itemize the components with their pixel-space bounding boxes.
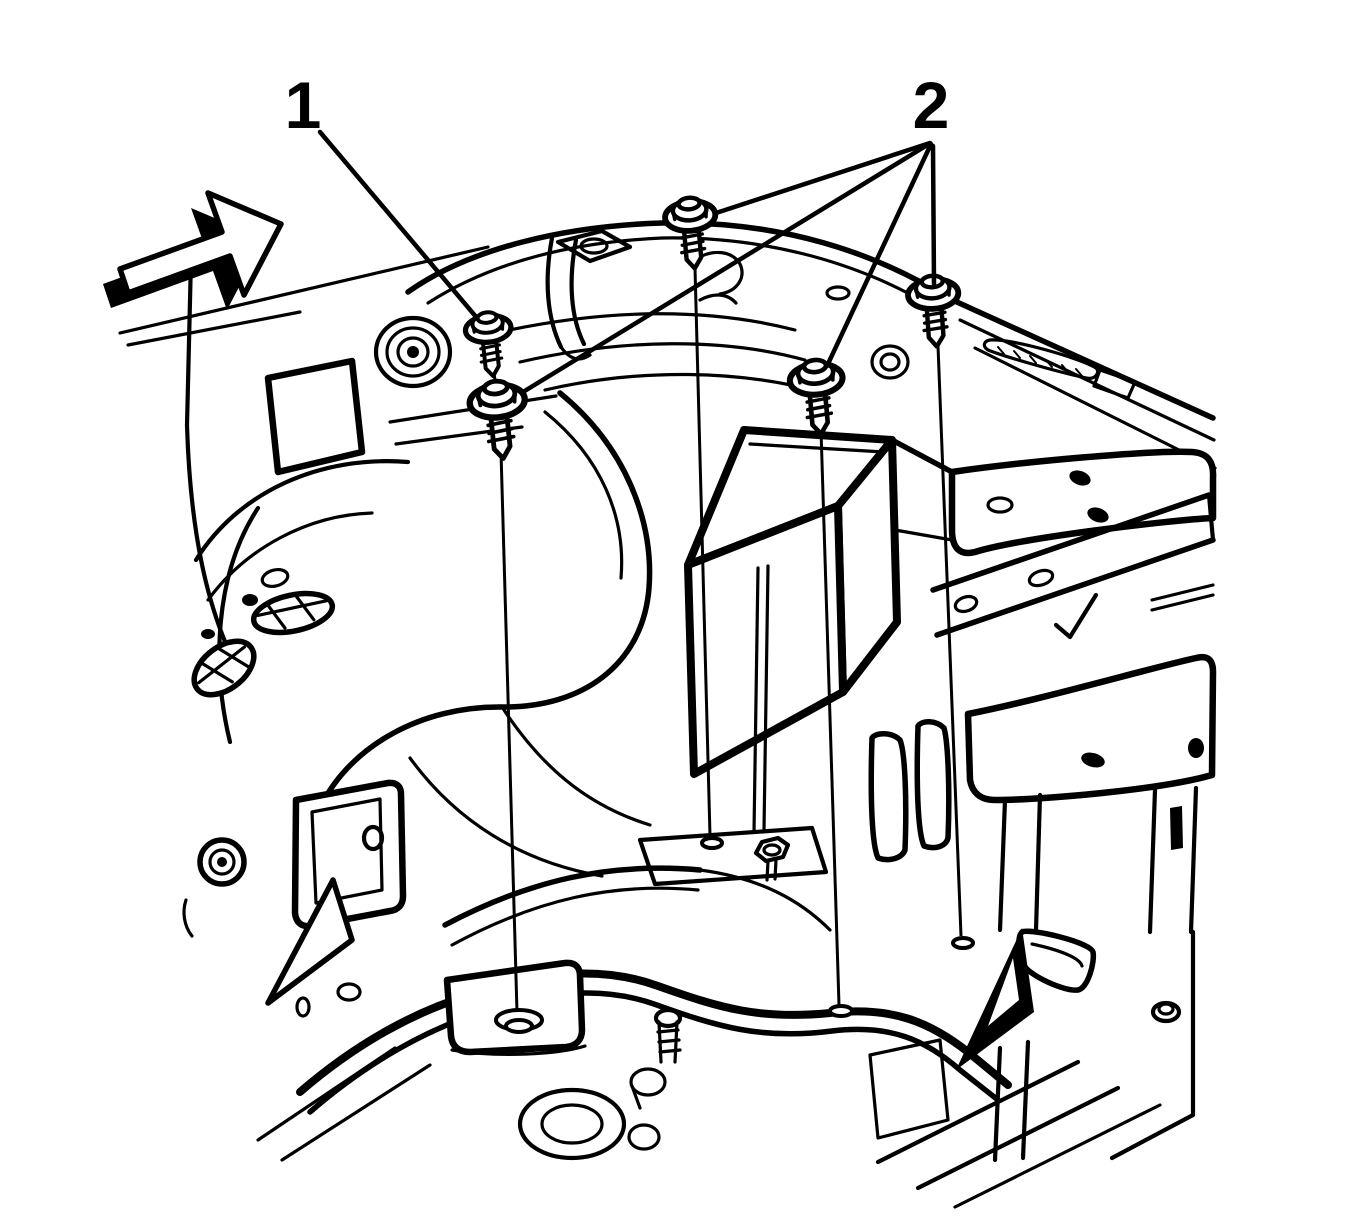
crossmember bbox=[442, 825, 832, 947]
callout-1-leader-line bbox=[317, 129, 480, 321]
bottom-right-frame bbox=[875, 928, 1196, 1209]
bolt-callout-1 bbox=[464, 310, 516, 379]
callout-2-leader-line bbox=[824, 141, 934, 369]
support-arm bbox=[930, 492, 1216, 640]
bolt-hole bbox=[700, 836, 724, 850]
lower-right-plate bbox=[964, 653, 1217, 935]
bolt-callout-2c-projection-line bbox=[819, 429, 841, 1006]
direction-arrow bbox=[103, 190, 284, 310]
tray-foot-plate bbox=[443, 959, 587, 1056]
bolt-callout-2b bbox=[663, 196, 719, 271]
latch-support-bracket bbox=[545, 228, 744, 361]
bolt-hole bbox=[951, 936, 975, 950]
pointer-arrow-body bbox=[956, 928, 1034, 1070]
lower-tie-bar bbox=[256, 969, 1012, 1162]
upper-tie-bar bbox=[945, 295, 1217, 470]
left-clip-bracket bbox=[182, 779, 407, 1018]
leader-line-layer bbox=[317, 129, 937, 395]
direction-arrow-face bbox=[117, 190, 284, 298]
background-art bbox=[118, 220, 1217, 1209]
bolt-callout-2b-projection-line bbox=[693, 267, 712, 837]
strut-tower bbox=[191, 459, 411, 745]
bolt-callout-2a-projection-line bbox=[499, 451, 519, 1013]
callout-2-leader-line bbox=[930, 143, 937, 287]
callout-2-leader-line bbox=[520, 141, 932, 395]
battery-tray-bracket bbox=[684, 426, 955, 778]
bolt-hole bbox=[504, 1018, 534, 1034]
bolt-callout-2c bbox=[788, 358, 847, 437]
callout-1-label: 1 bbox=[285, 68, 322, 142]
callout-2-leader-line bbox=[713, 140, 933, 216]
pointer-arrow bbox=[956, 928, 1034, 1070]
bolt-hole-layer bbox=[494, 836, 975, 1034]
callout-2-label: 2 bbox=[913, 68, 950, 142]
panel-grommet bbox=[373, 315, 453, 389]
bolt-callout-2d-projection-line bbox=[936, 345, 963, 937]
pointer-arrow-notch bbox=[988, 958, 1019, 1026]
bolt-hole bbox=[828, 1004, 854, 1018]
tray-legs bbox=[752, 564, 952, 863]
